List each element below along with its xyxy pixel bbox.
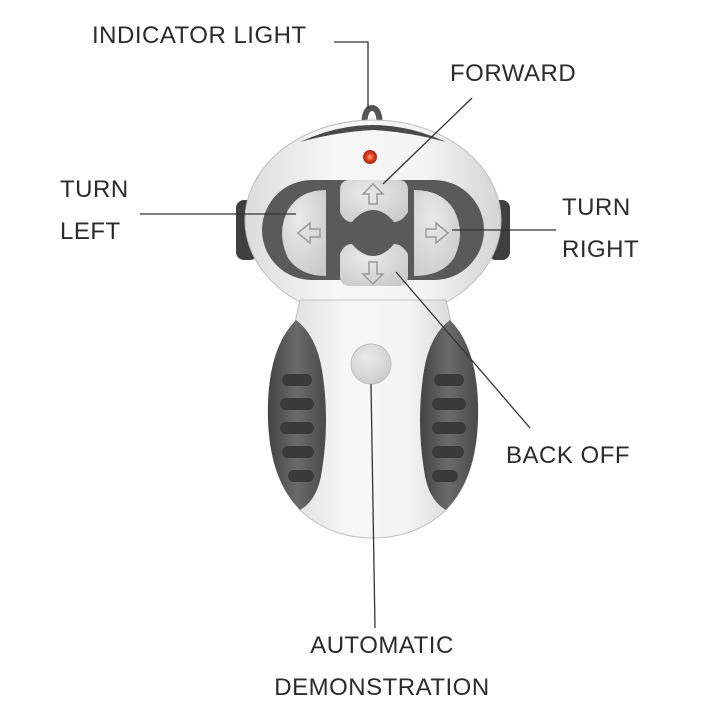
forward-leader <box>382 97 473 185</box>
back-off-leader <box>395 271 531 429</box>
left-arrow-icon <box>296 221 321 245</box>
label-indicator-light: INDICATOR LIGHT <box>92 22 307 49</box>
right-arrow-icon <box>425 221 450 245</box>
label-automatic-line2: DEMONSTRATION <box>274 674 490 701</box>
right-grip <box>420 320 479 510</box>
top-cap <box>300 125 446 142</box>
label-turn-left-line2: LEFT <box>60 218 121 245</box>
left-grip <box>267 320 326 510</box>
hanger-loop <box>361 104 383 129</box>
label-turn-right-line2: RIGHT <box>562 236 640 263</box>
automatic-demonstration-leader <box>370 383 376 629</box>
up-arrow-icon <box>361 182 385 205</box>
forward-button[interactable] <box>340 180 408 222</box>
indicator-light <box>363 150 377 164</box>
turn-right-button[interactable] <box>414 190 460 276</box>
automatic-demonstration-button[interactable] <box>350 343 392 385</box>
label-turn-right-line1: TURN <box>562 194 631 221</box>
label-turn-left-line1: TURN <box>60 176 129 203</box>
turn-left-button[interactable] <box>282 190 326 276</box>
label-automatic-line1: AUTOMATIC <box>310 632 454 659</box>
leader-lines <box>140 41 556 629</box>
label-back-off: BACK OFF <box>506 442 631 469</box>
label-forward: FORWARD <box>450 60 577 87</box>
back-off-button[interactable] <box>340 244 408 286</box>
indicator-light-leader <box>334 41 369 108</box>
down-arrow-icon <box>361 261 385 286</box>
